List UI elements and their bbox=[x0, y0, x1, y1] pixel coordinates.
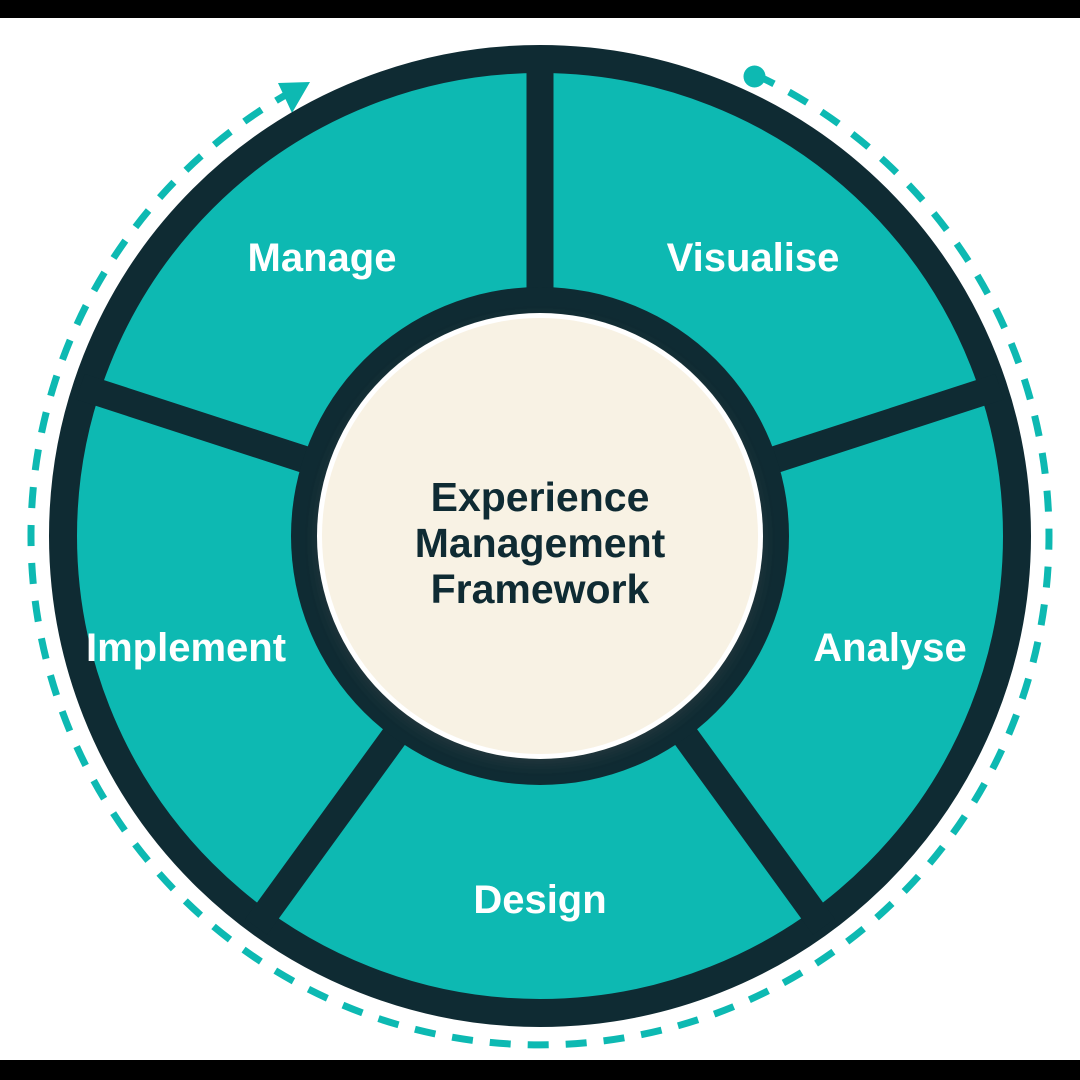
top-letterbox-bar bbox=[0, 0, 1080, 18]
segment-visualise-wedge bbox=[540, 56, 997, 462]
center-title-line3: Framework bbox=[431, 566, 650, 612]
cycle-arrow-icon bbox=[278, 82, 310, 113]
segment-divider-right bbox=[757, 373, 1004, 477]
segment-divider-bottom-left bbox=[245, 716, 414, 935]
segment-divider-left bbox=[76, 373, 323, 477]
center-title-line1: Experience bbox=[431, 474, 650, 520]
segment-divider-bottom-right bbox=[666, 716, 835, 935]
segment-manage-wedge bbox=[83, 56, 540, 462]
segment-implement-label: Implement bbox=[86, 626, 286, 670]
segment-design-label: Design bbox=[473, 878, 606, 922]
segment-analyse-label: Analyse bbox=[813, 626, 966, 670]
segment-visualise-label: Visualise bbox=[667, 236, 840, 280]
bottom-letterbox-bar bbox=[0, 1060, 1080, 1080]
segment-manage-label: Manage bbox=[248, 236, 397, 280]
hub-center-circle bbox=[322, 318, 758, 754]
cycle-start-dot-icon bbox=[743, 65, 766, 88]
segment-design-wedge bbox=[257, 730, 823, 1016]
center-title-line2: Management bbox=[415, 520, 666, 566]
